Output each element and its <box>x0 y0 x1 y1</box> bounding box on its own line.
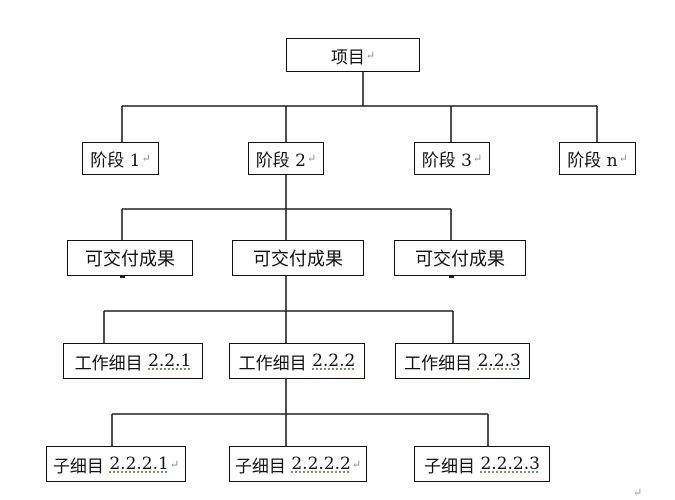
node-root-label: 项目 <box>330 47 365 68</box>
node-deliverable1-label: 可交付成果 <box>85 249 175 270</box>
paragraph-mark-icon: ↵ <box>365 48 376 62</box>
node-phase1: 阶段 1↵ <box>82 142 159 175</box>
node-work1-number: 2.2.1 <box>148 351 192 371</box>
paragraph-mark-icon: ↵ <box>351 457 362 471</box>
node-deliverable2: 可交付成果 <box>232 240 364 276</box>
paragraph-mark-icon: ↵ <box>307 152 317 165</box>
node-work3-number: 2.2.3 <box>477 351 521 371</box>
node-phase2: 阶段 2↵ <box>248 142 324 175</box>
paragraph-mark-icon: ↵ <box>169 457 180 471</box>
node-work2: 工作细目 2.2.2 <box>229 343 365 379</box>
node-deliverable3-label: 可交付成果 <box>415 249 505 270</box>
paragraph-mark-icon: ↵ <box>473 152 483 165</box>
node-sub3-label: 子细目 <box>424 456 476 477</box>
node-sub2-label: 子细目 <box>234 456 286 477</box>
node-deliverable3: 可交付成果 <box>394 240 526 276</box>
node-sub1: 子细目 2.2.2.1↵ <box>46 446 186 482</box>
node-sub2-number: 2.2.2.2 <box>291 454 351 474</box>
node-phasen: 阶段 n↵ <box>559 142 636 175</box>
node-phase3: 阶段 3↵ <box>414 142 490 175</box>
paragraph-mark-icon: ↵ <box>141 152 151 165</box>
node-sub1-label: 子细目 <box>52 456 104 477</box>
node-sub3: 子细目 2.2.2.3 <box>414 446 550 482</box>
node-phase3-label: 阶段 3 <box>421 151 472 171</box>
node-work3: 工作细目 2.2.3 <box>395 343 530 379</box>
node-phasen-label: 阶段 n <box>567 151 618 171</box>
node-sub2: 子细目 2.2.2.2↵ <box>229 446 367 482</box>
paragraph-mark-icon: ↵ <box>633 486 643 499</box>
node-deliverable1: 可交付成果 <box>67 240 193 276</box>
node-deliverable2-label: 可交付成果 <box>253 249 343 270</box>
node-work2-number: 2.2.2 <box>312 351 356 371</box>
node-root: 项目↵ <box>286 38 420 72</box>
paragraph-mark-icon: ↵ <box>618 152 628 165</box>
node-work3-label: 工作细目 <box>404 353 473 374</box>
box-stub-mark <box>120 276 125 278</box>
node-phase2-label: 阶段 2 <box>255 151 306 171</box>
node-sub3-number: 2.2.2.3 <box>480 454 540 474</box>
node-work1-label: 工作细目 <box>74 353 143 374</box>
node-work2-label: 工作细目 <box>238 353 307 374</box>
node-sub1-number: 2.2.2.1 <box>109 454 169 474</box>
box-stub-mark <box>449 276 454 278</box>
node-phase1-label: 阶段 1 <box>90 151 141 171</box>
node-work1: 工作细目 2.2.1 <box>63 343 203 379</box>
